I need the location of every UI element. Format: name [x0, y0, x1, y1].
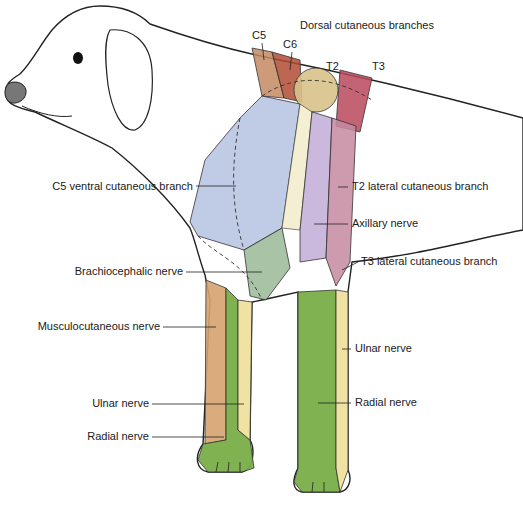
- zone-t2-lateral: [326, 118, 356, 286]
- dog-silhouette: [6, 6, 523, 492]
- dog-nose: [5, 82, 26, 103]
- dashed-boundary: [198, 236, 262, 300]
- nerve-label: C6: [283, 38, 297, 51]
- zone-ulnar-far: [336, 290, 348, 492]
- nerve-label: Brachiocephalic nerve: [75, 265, 183, 278]
- nerve-label: Axillary nerve: [352, 217, 418, 230]
- nerve-label: Ulnar nerve: [92, 397, 149, 410]
- nerve-label: T3 lateral cutaneous branch: [361, 255, 497, 268]
- leader-lines: [152, 43, 358, 437]
- zone-radial-far: [294, 290, 340, 492]
- nerve-label: Radial nerve: [355, 396, 417, 409]
- nerve-label: Radial nerve: [87, 430, 149, 443]
- nerve-label: Dorsal cutaneous branches: [300, 19, 434, 32]
- zone-brachiocephalic: [244, 228, 290, 300]
- nerve-label: T2: [326, 60, 339, 73]
- dog-mouth: [22, 106, 72, 117]
- dashed-boundary: [262, 80, 372, 100]
- nerve-label: Ulnar nerve: [355, 342, 412, 355]
- nerve-label: T3: [372, 60, 385, 73]
- zone-ulnar-near: [238, 300, 252, 440]
- dashed-boundary: [234, 118, 244, 250]
- dog-ear: [106, 30, 153, 130]
- zone-radial-near: [198, 288, 254, 472]
- nerve-label: C5: [252, 29, 266, 42]
- nerve-label: T2 lateral cutaneous branch: [352, 180, 488, 193]
- zone-musculocutaneous: [205, 280, 226, 444]
- dog-eye: [73, 52, 83, 64]
- nerve-label: Musculocutaneous nerve: [38, 320, 160, 333]
- nerve-label: C5 ventral cutaneous branch: [52, 180, 193, 193]
- paw-toes: [216, 462, 324, 492]
